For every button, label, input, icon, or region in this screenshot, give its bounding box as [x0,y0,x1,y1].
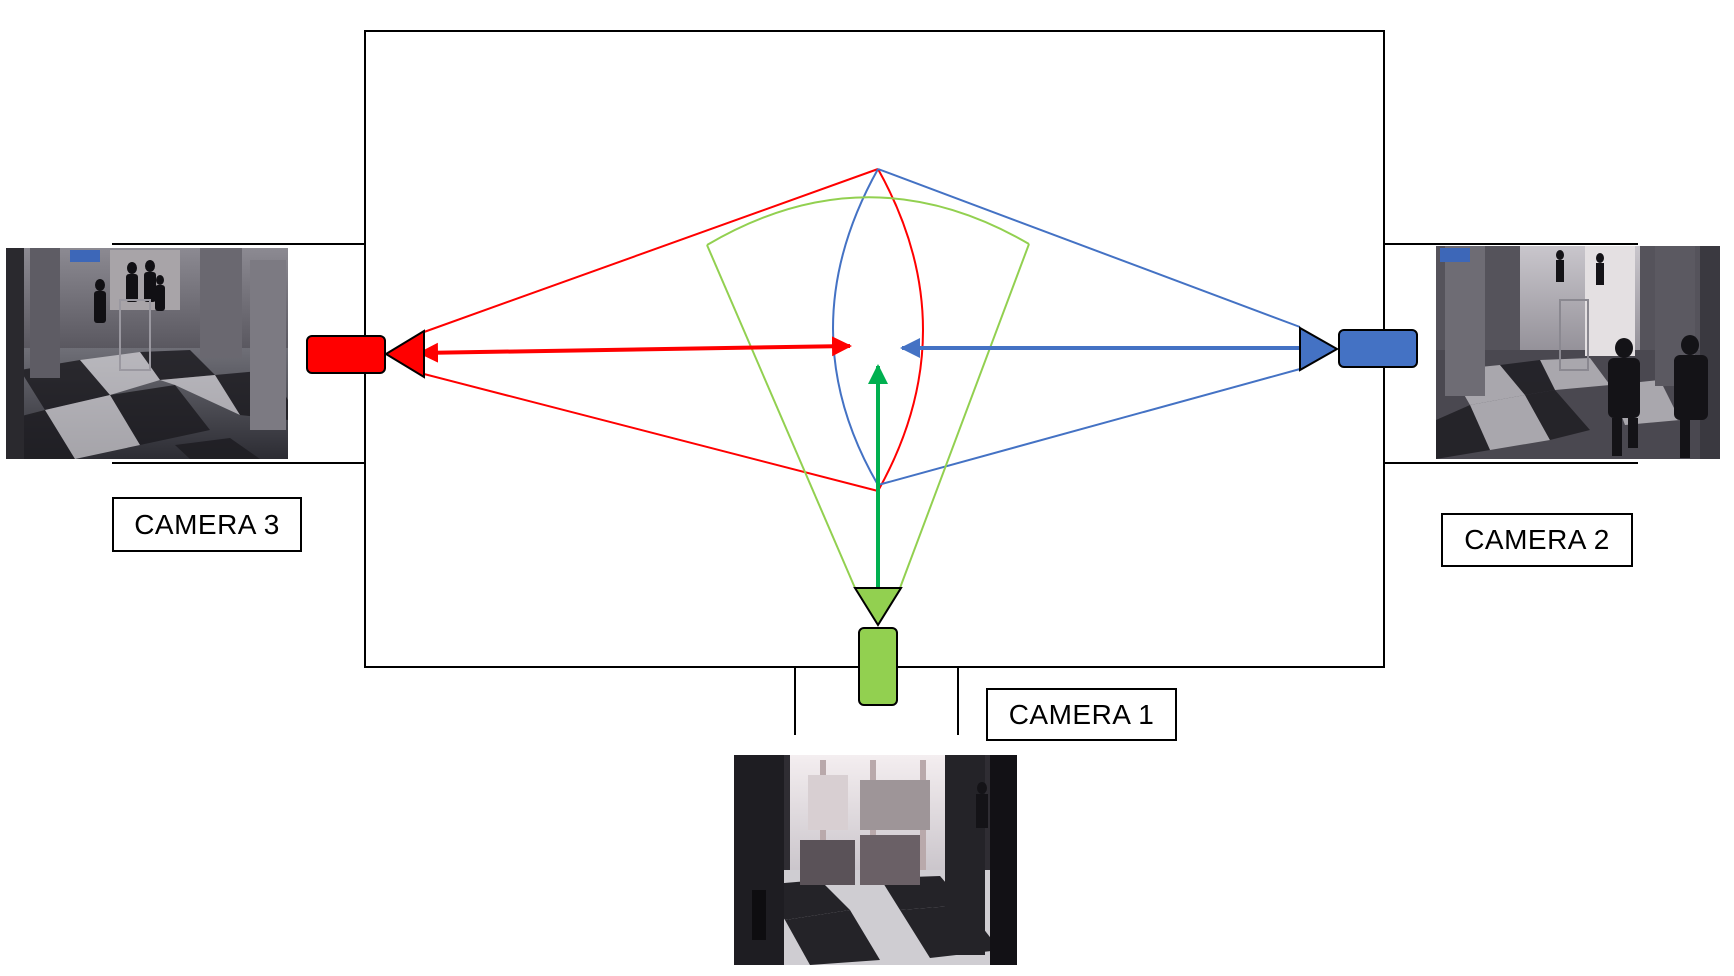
camera-3-label: CAMERA 3 [112,497,302,552]
camera-3-direction-arrow [418,336,852,363]
camera-1-icon [853,587,903,706]
camera-1-snapshot [734,755,1017,965]
camera-3-label-text: CAMERA 3 [134,508,280,540]
camera-2-icon [1299,326,1418,372]
camera-3-snapshot [6,248,288,459]
camera-3-fov [423,168,924,492]
corridor-lines [112,243,1638,735]
camera-2-label: CAMERA 2 [1441,513,1633,567]
camera-3-icon [306,329,425,379]
camera-1-label-text: CAMERA 1 [1008,698,1155,730]
camera-2-label-text: CAMERA 2 [1464,524,1610,555]
camera-2-snapshot [1436,246,1720,459]
camera-2-fov [832,168,1301,486]
camera-1-label: CAMERA 1 [986,688,1177,741]
camera-1-fov [706,196,1030,589]
